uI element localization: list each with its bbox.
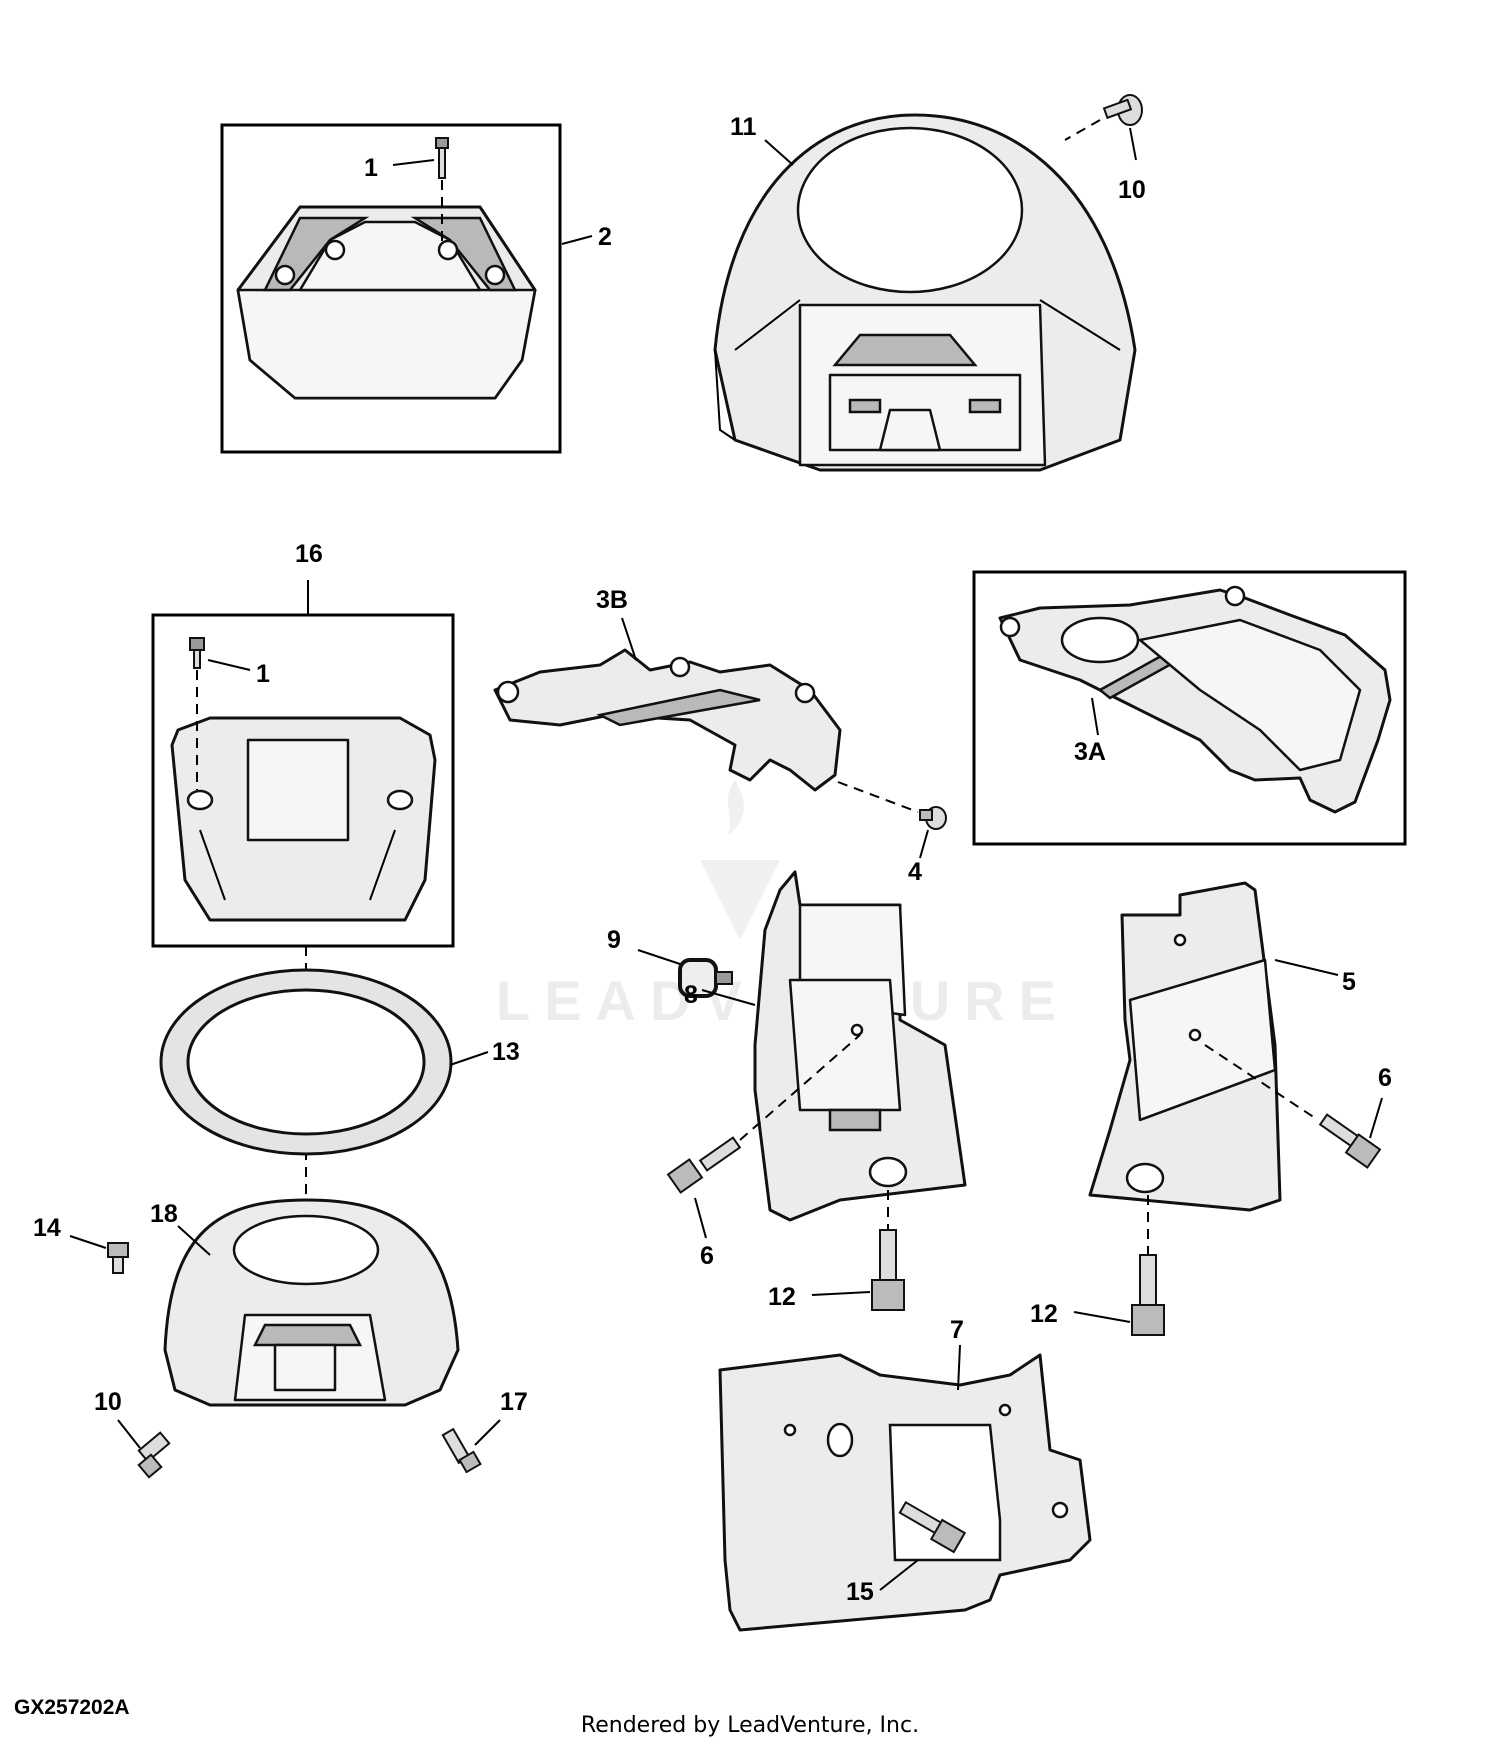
callout-6-left: 6 (700, 1242, 714, 1270)
callout-15: 15 (846, 1578, 874, 1606)
part-1-mid-bolt (189, 637, 205, 669)
callout-10-bottom: 10 (94, 1388, 122, 1416)
callout-13: 13 (492, 1038, 520, 1066)
inset-frame-part-3a (972, 570, 1407, 846)
part-16-air-shroud (170, 716, 437, 922)
callout-12-right: 12 (1030, 1300, 1058, 1328)
part-12-right-screw (1131, 1254, 1165, 1336)
callout-12-left: 12 (768, 1283, 796, 1311)
part-17-bolt (441, 1427, 482, 1474)
callout-10-top: 10 (1118, 176, 1146, 204)
part-10-top-screw (1102, 94, 1143, 126)
callout-18: 18 (150, 1200, 178, 1228)
figure-id: GX257202A (14, 1696, 130, 1719)
callout-3a: 3A (1074, 738, 1106, 766)
callout-11: 11 (730, 113, 757, 141)
part-5-cylinder-shield (1088, 881, 1282, 1212)
part-11-blower-housing (713, 113, 1137, 472)
part-15-screw (898, 1500, 967, 1554)
part-18-lower-housing (163, 1198, 460, 1407)
callout-14: 14 (33, 1214, 61, 1242)
callout-6-right: 6 (1378, 1064, 1392, 1092)
part-13-gasket-ring (159, 968, 453, 1156)
callout-2: 2 (598, 223, 612, 251)
part-1-top-bolt (435, 137, 449, 179)
callout-1-mid: 1 (256, 660, 270, 688)
part-6-right-screw (1318, 1113, 1382, 1169)
part-3a-baffle (998, 585, 1392, 814)
part-3b-shield (493, 648, 842, 792)
callout-17: 17 (500, 1388, 528, 1416)
part-9-clip (678, 958, 733, 998)
callout-5: 5 (1342, 968, 1356, 996)
callout-16: 16 (295, 540, 323, 568)
part-2-blower-cover (236, 205, 537, 400)
part-7-base-plate (718, 1353, 1092, 1632)
part-10-bottom-screw (137, 1431, 171, 1479)
callout-7: 7 (950, 1316, 964, 1344)
inset-frame-part-16 (151, 613, 455, 948)
part-12-left-screw (871, 1229, 905, 1311)
part-4-nut (919, 806, 947, 830)
callout-9: 9 (607, 926, 621, 954)
callout-4: 4 (908, 858, 922, 886)
part-14-bolt (107, 1242, 129, 1274)
inset-frame-part-2 (220, 123, 562, 454)
callout-1-top: 1 (364, 154, 378, 182)
part-8-cylinder-shield (753, 870, 967, 1222)
callout-3b: 3B (596, 586, 628, 614)
callout-8: 8 (684, 981, 698, 1009)
render-credit: Rendered by LeadVenture, Inc. (580, 1713, 920, 1738)
part-6-left-screw (666, 1136, 742, 1194)
